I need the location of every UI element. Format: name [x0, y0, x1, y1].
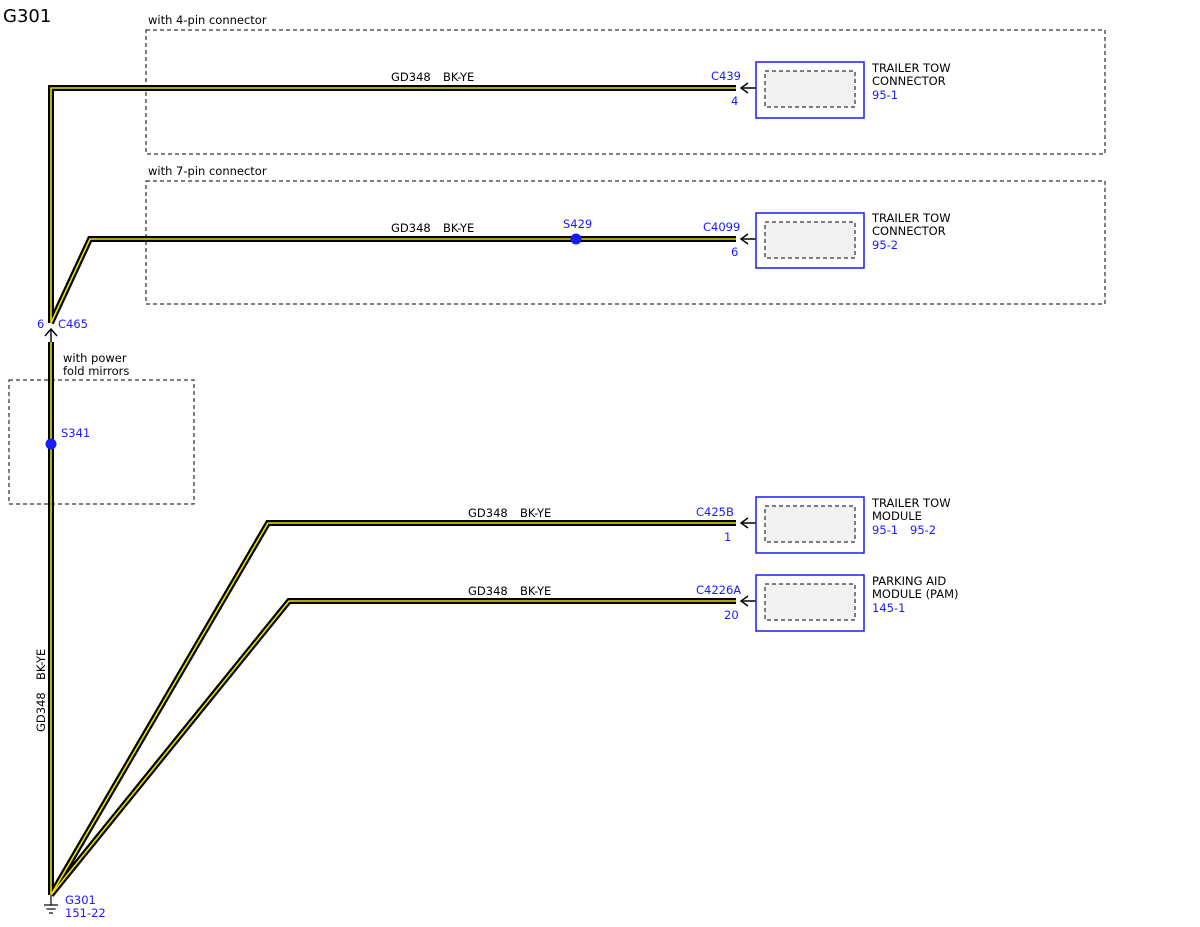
connector-pin: 20 — [724, 608, 739, 622]
wire-set — [48, 85, 736, 897]
component-name-1: TRAILER TOW — [871, 211, 951, 225]
wire-label-color: BK-YE — [443, 70, 474, 84]
stripe-c425b — [50, 522, 736, 896]
connector-id: C4226A — [696, 583, 741, 597]
ground-g301: G301 151-22 — [44, 893, 106, 920]
connector-id: C4099 — [703, 220, 740, 234]
component-name-2: MODULE — [872, 509, 922, 523]
wire-label-color: BK-YE — [520, 584, 551, 598]
wire-label-color: BK-YE — [443, 221, 474, 235]
wire-label-color: BK-YE — [520, 506, 551, 520]
zone-4-pin — [145, 29, 1106, 155]
wire-label-circuit: GD348 — [468, 506, 508, 520]
component-parking-aid-module: C4226A 20 PARKING AID MODULE (PAM) 145-1 — [696, 574, 959, 632]
component-inner — [764, 221, 856, 259]
splice-s341 — [45, 438, 57, 450]
component-name-1: TRAILER TOW — [871, 496, 951, 510]
wire-c4226a — [48, 598, 736, 897]
wire-c4099 — [48, 236, 736, 325]
splice-s341-label: S341 — [61, 426, 90, 440]
stripe-c439 — [50, 87, 736, 323]
zone-power-fold-mirrors — [8, 379, 195, 505]
wire-c439 — [48, 85, 736, 323]
component-name-1: PARKING AID — [872, 574, 946, 588]
wire-c425b — [48, 520, 736, 897]
zone-mirrors-label-2: fold mirrors — [63, 364, 129, 378]
splice-s429-label: S429 — [563, 217, 592, 231]
component-trailer-tow-connector-7pin: C4099 6 TRAILER TOW CONNECTOR 95-2 — [703, 211, 951, 269]
component-ref-2: 95-2 — [910, 523, 936, 537]
zone-7-pin — [145, 180, 1106, 305]
wire-stripes — [50, 87, 736, 896]
zone-mirrors-label-1: with power — [63, 351, 127, 365]
ground-id: G301 — [65, 893, 96, 907]
connector-id: C439 — [711, 69, 741, 83]
ground-ref: 151-22 — [65, 906, 106, 920]
component-name-1: TRAILER TOW — [871, 61, 951, 75]
component-name-2: MODULE (PAM) — [872, 587, 959, 601]
component-ref: 145-1 — [872, 601, 905, 615]
page-title: G301 — [3, 6, 51, 27]
wire-label-circuit-vertical: GD348 — [34, 692, 48, 732]
component-ref: 95-1 — [872, 523, 898, 537]
splice-s429 — [570, 233, 582, 245]
c465-pin: 6 — [37, 317, 44, 331]
component-inner — [764, 583, 856, 621]
component-trailer-tow-connector-4pin: C439 4 TRAILER TOW CONNECTOR 95-1 — [711, 61, 951, 119]
wire-label-circuit: GD348 — [468, 584, 508, 598]
stripe-c4099 — [50, 238, 736, 324]
component-name-2: CONNECTOR — [872, 224, 946, 238]
component-inner — [764, 70, 856, 108]
wire-label-circuit: GD348 — [391, 221, 431, 235]
c465-id: C465 — [58, 317, 88, 331]
component-ref: 95-2 — [872, 238, 898, 252]
zone-4-pin-label: with 4-pin connector — [148, 13, 267, 27]
component-inner — [764, 505, 856, 543]
wire-label-circuit: GD348 — [391, 70, 431, 84]
component-ref: 95-1 — [872, 88, 898, 102]
component-trailer-tow-module: C425B 1 TRAILER TOW MODULE 95-1 95-2 — [696, 496, 951, 554]
connector-pin: 6 — [731, 245, 738, 259]
connector-pin: 4 — [731, 94, 738, 108]
inline-connector-c465: 6 C465 — [37, 317, 88, 342]
zone-7-pin-label: with 7-pin connector — [148, 164, 267, 178]
connector-pin: 1 — [724, 530, 731, 544]
connector-id: C425B — [696, 505, 734, 519]
wire-label-color-vertical: BK-YE — [34, 649, 48, 680]
stripe-c4226a — [50, 600, 736, 896]
component-name-2: CONNECTOR — [872, 74, 946, 88]
